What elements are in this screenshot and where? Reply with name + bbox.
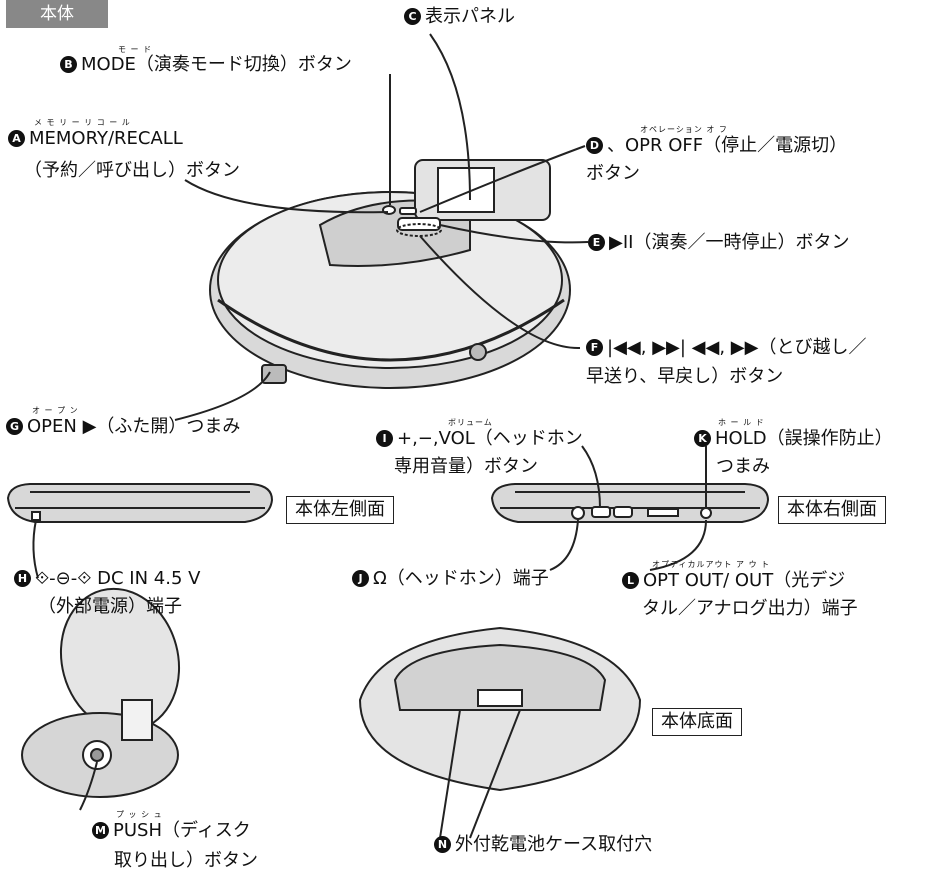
label-h-line1: ⟐-⊖-⟐ DC IN 4.5 V [35,568,201,589]
badge-n: N [434,836,451,853]
label-h: H⟐-⊖-⟐ DC IN 4.5 V [14,568,200,590]
label-i: I+,−,VOL（ヘッドホン [376,428,583,450]
label-c-text: 表示パネル [425,6,515,27]
label-f-line2: 早送り、早戻し）ボタン [586,366,784,387]
label-h-line2: （外部電源）端子 [38,596,182,617]
badge-f: F [586,339,603,356]
label-e: E▶II（演奏／一時停止）ボタン [588,232,849,254]
badge-d: D [586,137,603,154]
section-tag: 本体 [6,0,108,28]
label-e-text: ▶II（演奏／一時停止）ボタン [609,232,850,253]
badge-k: K [694,430,711,447]
left-side-box: 本体左側面 [286,496,394,524]
badge-h: H [14,570,31,587]
badge-l: L [622,572,639,589]
label-k-line1: HOLD（誤操作防止） [715,428,893,449]
player-left-side-view [6,483,274,523]
label-l-line1: OPT OUT/ OUT（光デジ [643,570,846,591]
label-d-line2: ボタン [586,163,640,184]
badge-e: E [588,234,605,251]
label-k-ruby: ホ ー ル ド [718,418,765,427]
label-i-line1: +,−,VOL（ヘッドホン [397,428,583,449]
player-top-view [209,159,571,389]
label-b-text: MODE（演奏モード切換）ボタン [81,54,352,75]
label-d-ruby: オペレーション オ フ [640,125,728,134]
badge-i: I [376,430,393,447]
label-a-line1: MEMORY/RECALL [29,128,183,149]
player-right-side-view [490,483,770,523]
right-side-box: 本体右側面 [778,496,886,524]
label-l-line2: タル／アナログ出力）端子 [642,598,858,619]
label-d-line1: 、OPR OFF（停止／電源切） [607,135,848,156]
label-k-line2: つまみ [716,456,770,477]
badge-g: G [6,418,23,435]
label-b-ruby: モ ー ド [118,45,153,54]
label-i-line2: 専用音量）ボタン [394,456,538,477]
player-bottom-view [358,626,642,792]
label-a-line2: （予約／呼び出し）ボタン [24,160,240,181]
label-f-line1: |◀◀, ▶▶| ◀◀, ▶▶（とび越し／ [607,337,867,358]
label-m-line2: 取り出し）ボタン [114,850,258,871]
badge-b: B [60,56,77,73]
badge-j: J [352,570,369,587]
label-m-line1: PUSH（ディスク [113,820,251,841]
label-i-ruby: ボリューム [448,418,493,427]
label-d: D、OPR OFF（停止／電源切） [586,135,847,157]
label-f: F|◀◀, ▶▶| ◀◀, ▶▶（とび越し／ [586,337,866,359]
player-open-lid-view [21,587,181,798]
label-g-text: OPEN ▶（ふた開）つまみ [27,416,241,437]
label-n-text: 外付乾電池ケース取付穴 [455,834,653,855]
label-j-text: Ω（ヘッドホン）端子 [373,568,549,589]
badge-a: A [8,130,25,147]
label-g-ruby: オ ー プ ン [32,406,79,415]
label-l-ruby: オプティカルアウト ア ウ ト [652,560,771,569]
badge-c: C [404,8,421,25]
badge-m: M [92,822,109,839]
label-m-ruby: プ ッ シ ュ [116,810,163,819]
bottom-box: 本体底面 [652,708,742,736]
label-a-ruby: メ モ リ ー リ コ ー ル [34,118,131,127]
leader-lines [32,33,707,839]
